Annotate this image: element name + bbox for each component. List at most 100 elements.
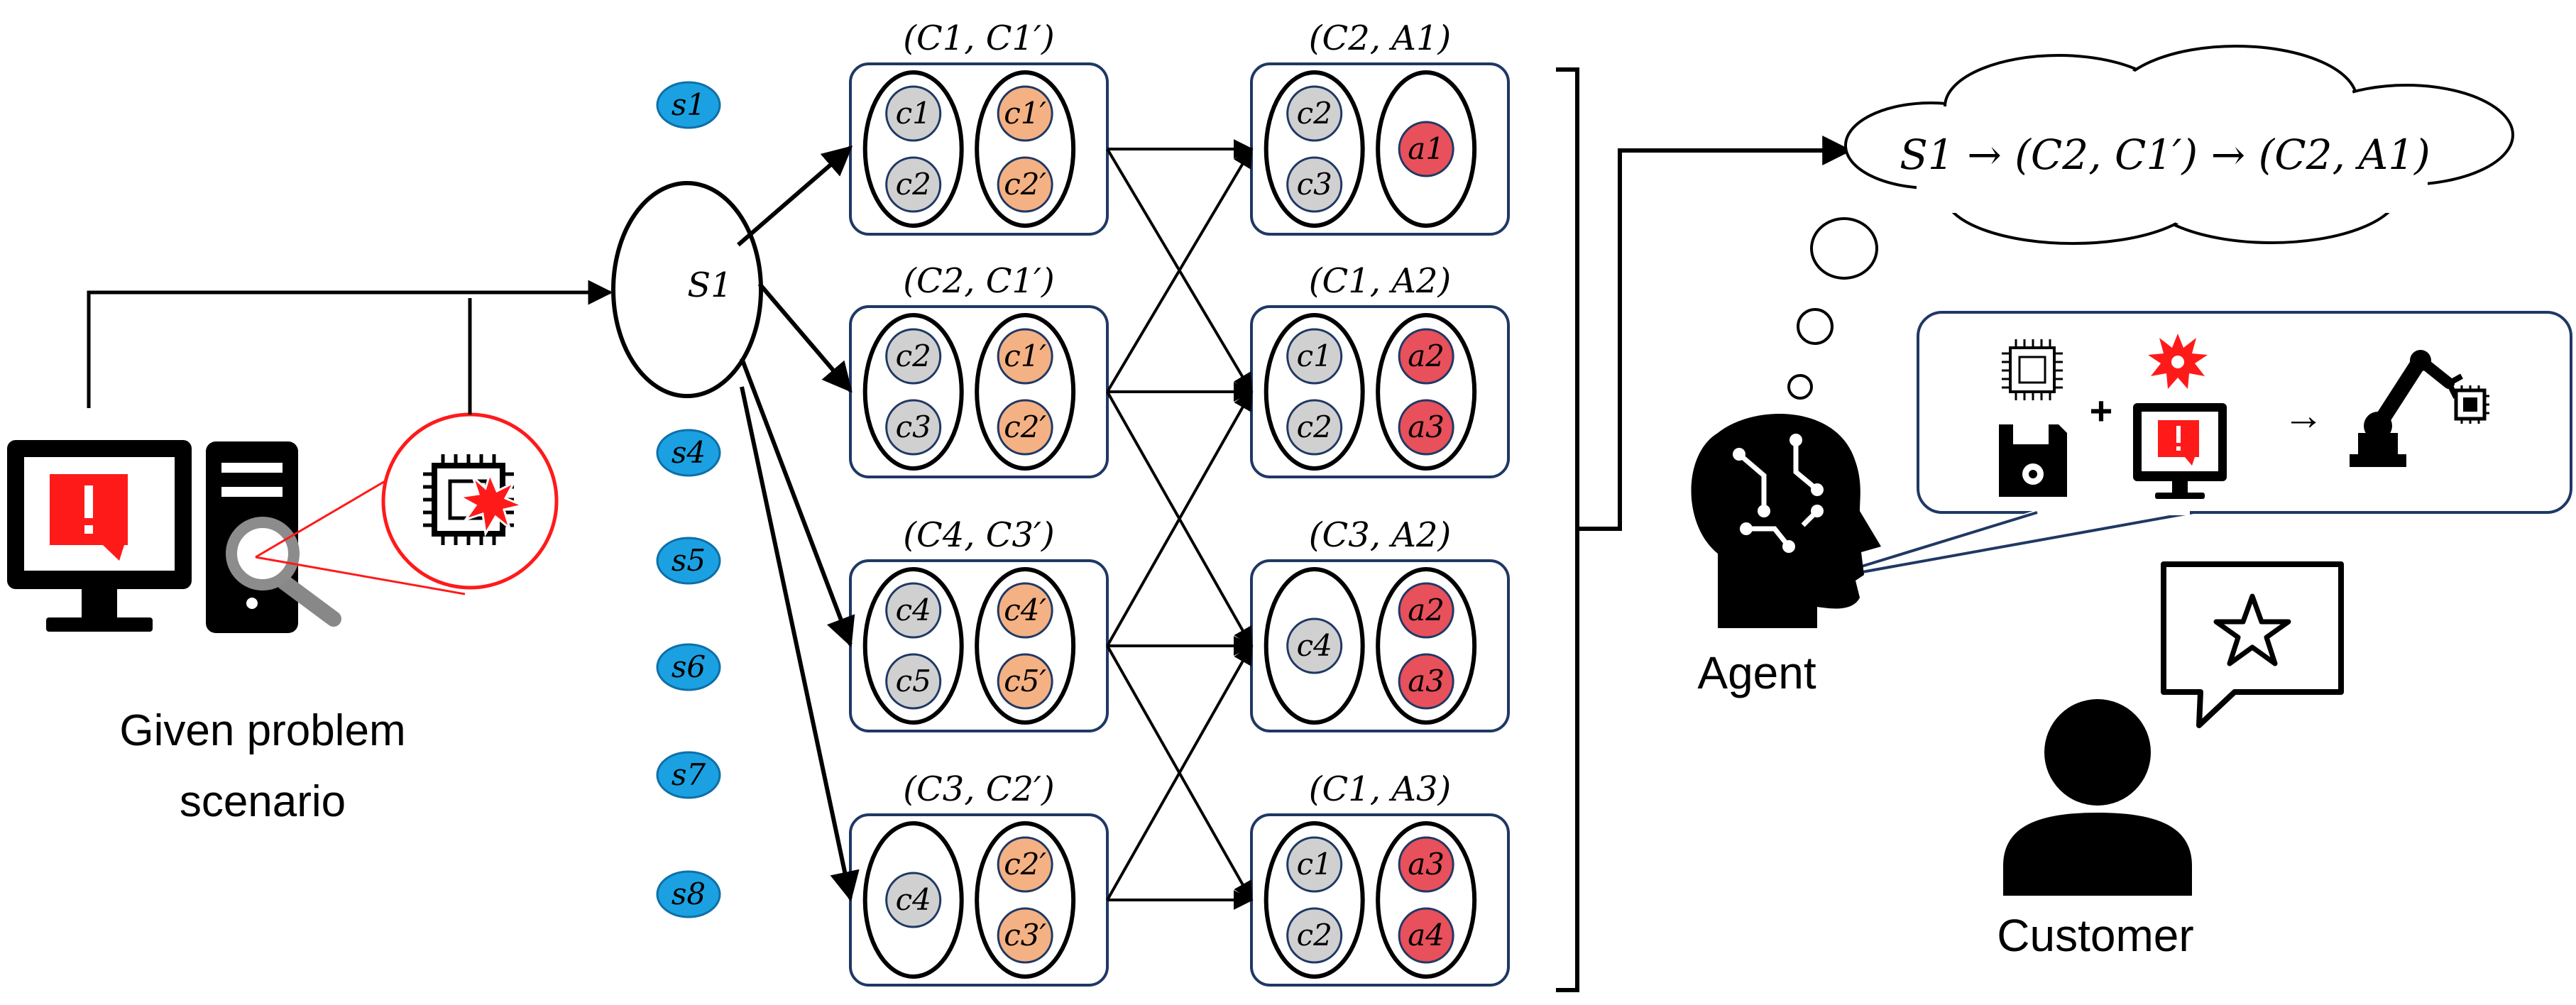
element-label: c3 xyxy=(896,410,931,444)
state-s1: s1 xyxy=(656,81,721,129)
action-right-element: a3 xyxy=(1398,653,1454,710)
element-label: c4′ xyxy=(1004,593,1046,627)
action-right-element: a2 xyxy=(1398,328,1454,385)
combo-right-element: c5′ xyxy=(997,653,1053,710)
action-right-element: a1 xyxy=(1398,121,1454,177)
element-label: c4 xyxy=(896,593,931,627)
element-label: c2′ xyxy=(1004,410,1046,444)
action-node-1: (C2, A1) c2 c3 a1 xyxy=(1250,18,1510,236)
edge-state-to-combo xyxy=(757,282,853,393)
combo-left-element: c2 xyxy=(885,156,942,213)
combo-node-2: (C2, C1′) c2 c3 c1′ c2′ xyxy=(849,261,1109,478)
combo-right-element: c2′ xyxy=(997,836,1053,893)
thought-cloud: S1 → (C2, C1′) → (C2, A1) xyxy=(1787,45,2514,400)
combo-left-element: c1 xyxy=(885,85,942,142)
element-label: a1 xyxy=(1408,131,1445,166)
action-left-element: c2 xyxy=(1286,907,1343,964)
state-s4: s4 xyxy=(656,429,721,477)
combo-left-element: c2 xyxy=(885,328,942,385)
action-right-element: a2 xyxy=(1398,582,1454,639)
action-right-element: a3 xyxy=(1398,399,1454,456)
combo-title: (C2, C1′) xyxy=(903,261,1054,301)
element-label: c2 xyxy=(896,167,931,202)
scenario-to-state-connector xyxy=(87,280,613,408)
floppy-disk-icon xyxy=(1999,424,2067,497)
selected-state-label: S1 xyxy=(687,265,732,305)
edge-state-to-combo xyxy=(740,357,855,647)
state-label: s8 xyxy=(672,877,706,911)
element-label: a3 xyxy=(1408,410,1445,444)
action-column: (C2, A1) c2 c3 a1 (C1, A2) c1 c2 a2 a3 (C3, A2) c4… xyxy=(1250,18,1510,987)
state-label: s7 xyxy=(672,757,706,792)
element-label: a2 xyxy=(1408,593,1445,627)
state-s5: s5 xyxy=(656,537,721,585)
edge-state-to-combo xyxy=(740,386,860,902)
thought-path-text: S1 → (C2, C1′) → (C2, A1) xyxy=(1900,131,2430,179)
action-left-element: c1 xyxy=(1286,328,1343,385)
element-label: a3 xyxy=(1408,664,1445,698)
action-panel: + → xyxy=(1838,311,2572,578)
combo-title: (C1, C1′) xyxy=(903,18,1054,58)
action-title: (C2, A1) xyxy=(1309,18,1451,58)
element-label: c2′ xyxy=(1004,847,1046,882)
state-label: s5 xyxy=(672,543,706,578)
scenario-label-line2: scenario xyxy=(180,777,346,826)
combo-right-element: c1′ xyxy=(997,85,1053,142)
combo-left-element: c4 xyxy=(885,582,942,639)
element-label: c1′ xyxy=(1004,339,1046,373)
element-label: c1′ xyxy=(1004,96,1046,131)
edge-combo-to-action xyxy=(1106,390,1253,647)
state-s6: s6 xyxy=(656,643,721,691)
robot-arm-icon xyxy=(2350,350,2489,467)
element-label: a3 xyxy=(1408,847,1445,882)
monitor-alert-icon xyxy=(2133,403,2227,499)
element-label: c4 xyxy=(1297,628,1332,663)
element-label: c4 xyxy=(896,882,931,917)
state-label: s1 xyxy=(672,87,706,122)
combo-left-element: c3 xyxy=(885,399,942,456)
customer-label: Customer xyxy=(1997,910,2193,961)
element-label: c1 xyxy=(896,96,931,131)
action-right-element: a3 xyxy=(1398,836,1454,893)
damaged-chip-icon xyxy=(381,412,559,590)
state-label: s6 xyxy=(672,649,706,684)
action-title: (C1, A2) xyxy=(1309,261,1451,301)
action-title: (C3, A2) xyxy=(1309,515,1451,555)
star-speech-bubble-icon xyxy=(2161,561,2344,728)
action-arrow: → xyxy=(2283,392,2324,439)
combo-left-element: c4 xyxy=(885,872,942,928)
problem-scenario: Given problem scenario xyxy=(7,412,559,826)
state-s8: s8 xyxy=(656,870,721,918)
action-left-element: c4 xyxy=(1286,617,1343,674)
element-label: c3 xyxy=(1297,167,1332,202)
element-label: c2 xyxy=(1297,918,1332,952)
edge-state-to-combo xyxy=(737,145,853,247)
element-label: c2 xyxy=(1297,96,1332,131)
transition-edges xyxy=(737,139,1254,910)
cpu-chip-icon xyxy=(2002,339,2063,400)
combo-right-element: c1′ xyxy=(997,328,1053,385)
combo-node-1: (C1, C1′) c1 c2 c1′ c2′ xyxy=(849,18,1109,236)
edge-combo-to-action xyxy=(1106,644,1253,901)
element-label: c2′ xyxy=(1004,167,1046,202)
monitor-alert-icon xyxy=(7,440,192,632)
column-bracket xyxy=(1556,67,1856,992)
selected-state: S1 xyxy=(611,181,763,398)
edge-combo-to-action xyxy=(1106,147,1253,393)
combo-right-element: c3′ xyxy=(997,907,1053,964)
plus-sign: + xyxy=(2090,388,2113,433)
scenario-label-line1: Given problem xyxy=(119,706,405,755)
combo-right-element: c2′ xyxy=(997,399,1053,456)
action-right-element: a4 xyxy=(1398,907,1454,964)
action-left-element: c2 xyxy=(1286,85,1343,142)
element-label: c5′ xyxy=(1004,664,1046,698)
action-node-3: (C3, A2) c4 a2 a3 xyxy=(1250,515,1510,732)
person-icon xyxy=(2003,699,2192,896)
state-s7: s7 xyxy=(656,751,721,799)
combo-right-element: c4′ xyxy=(997,582,1053,639)
